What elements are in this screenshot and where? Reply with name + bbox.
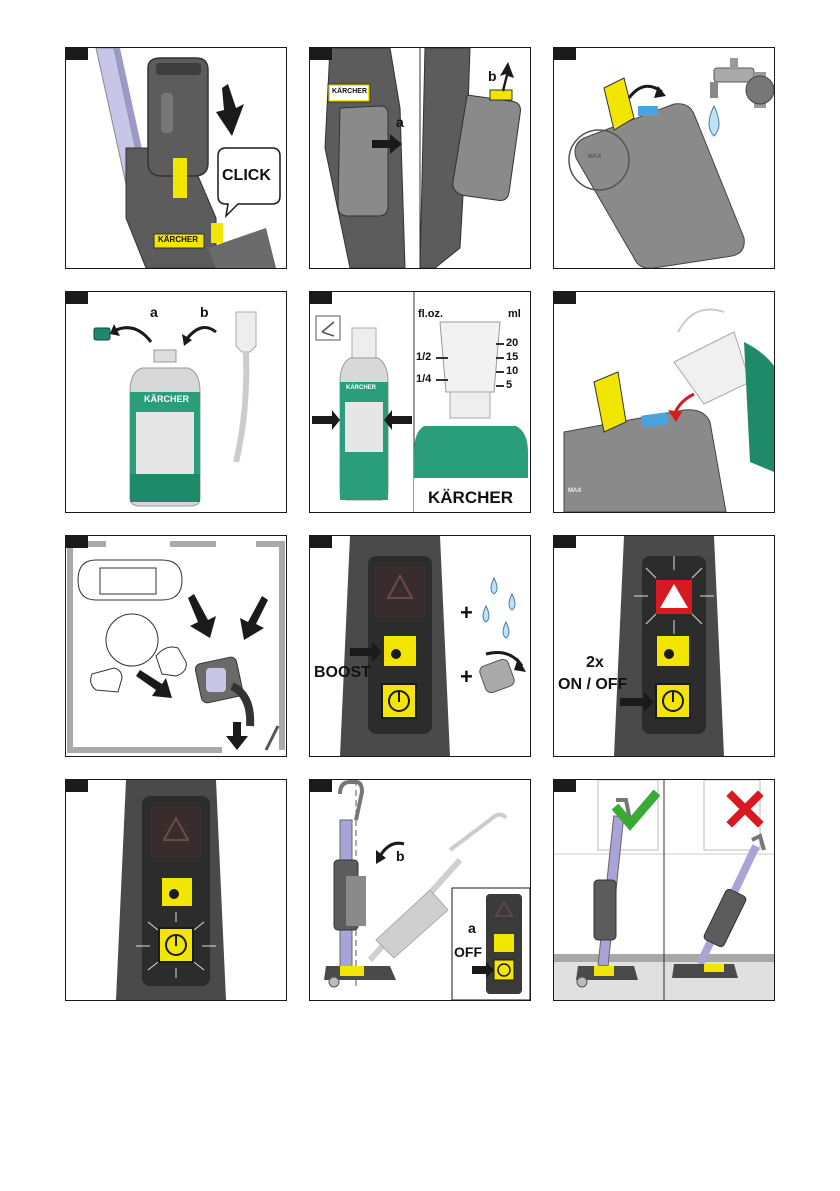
illustration-5 <box>310 292 530 512</box>
illustration-9 <box>554 536 774 756</box>
twox-label: 2x <box>586 654 604 672</box>
step-panel-6: MAX <box>553 291 775 513</box>
max-label-6: MAX <box>568 488 581 494</box>
label-b: b <box>396 848 405 864</box>
label-a: a <box>396 114 404 130</box>
step-panel-8: BOOST + + <box>309 535 531 757</box>
step-panel-2: KÄRCHER a b <box>309 47 531 269</box>
illustration-3 <box>554 48 774 268</box>
roller-speed-icon <box>478 653 526 695</box>
max-label-3: MAX <box>588 154 601 160</box>
squeeze-arrow-icon <box>312 410 340 430</box>
step-panel-4: KÄRCHER a b <box>65 291 287 513</box>
step-tab-10 <box>66 780 88 792</box>
step-tab-1 <box>66 48 88 60</box>
step-tab-7 <box>66 536 88 548</box>
room-plan-icon <box>66 536 286 756</box>
step-panel-9: 2x ON / OFF <box>553 535 775 757</box>
cleaning-path-arrow-icon <box>188 594 216 638</box>
plus-label-1: + <box>460 600 473 626</box>
ml-label: ml <box>508 308 521 320</box>
step-panel-12 <box>553 779 775 1001</box>
floz-label: fl.oz. <box>418 308 443 320</box>
label-b: b <box>488 68 497 84</box>
onoff-label: ON / OFF <box>558 676 627 694</box>
tick-15: 15 <box>506 351 518 363</box>
label-b: b <box>200 304 209 320</box>
label-a: a <box>468 920 476 936</box>
label-a: a <box>150 304 158 320</box>
tick-half: 1/2 <box>416 351 431 363</box>
step-panel-11: b a OFF <box>309 779 531 1001</box>
step-panel-1: KÄRCHER CLICK <box>65 47 287 269</box>
click-label: CLICK <box>222 167 271 185</box>
step-panel-7 <box>65 535 287 757</box>
plus-label-2: + <box>460 664 473 690</box>
illustration-6 <box>554 292 774 512</box>
tick-20: 20 <box>506 337 518 349</box>
illustration-10 <box>66 780 286 1000</box>
boost-label: BOOST <box>314 664 371 682</box>
step-tab-6 <box>554 292 576 304</box>
brand-label-5: KÄRCHER <box>428 488 513 508</box>
illustration-8 <box>310 536 530 756</box>
tick-5: 5 <box>506 379 512 391</box>
off-label: OFF <box>454 944 482 960</box>
pump-dispenser-icon <box>236 312 256 462</box>
step-tab-11 <box>310 780 332 792</box>
step-panel-10 <box>65 779 287 1001</box>
power-icon <box>494 960 514 980</box>
water-tap-icon <box>714 58 774 108</box>
illustration-12 <box>554 780 774 1000</box>
illustration-11 <box>310 780 530 1000</box>
brand-label-4: KÄRCHER <box>144 394 189 404</box>
step-tab-3 <box>554 48 576 60</box>
step-tab-12 <box>554 780 576 792</box>
brand-label-5b: KÄRCHER <box>346 385 376 391</box>
brand-label-1: KÄRCHER <box>158 235 198 244</box>
tick-10: 10 <box>506 365 518 377</box>
step-panel-5: fl.oz. ml 20 15 10 5 1/2 1/4 KÄRCHER KÄR… <box>309 291 531 513</box>
bottle-cap-icon <box>94 328 110 340</box>
step-tab-5 <box>310 292 332 304</box>
measuring-cup-icon <box>436 322 504 392</box>
step-panel-3: MAX <box>553 47 775 269</box>
water-drop-icon <box>709 106 719 136</box>
step-tab-9 <box>554 536 576 548</box>
step-tab-2 <box>310 48 332 60</box>
step-tab-4 <box>66 292 88 304</box>
illustration-2 <box>310 48 530 268</box>
brand-label-2: KÄRCHER <box>332 88 367 95</box>
step-tab-8 <box>310 536 332 548</box>
water-drops-icon <box>483 578 515 638</box>
tick-quarter: 1/4 <box>416 373 431 385</box>
